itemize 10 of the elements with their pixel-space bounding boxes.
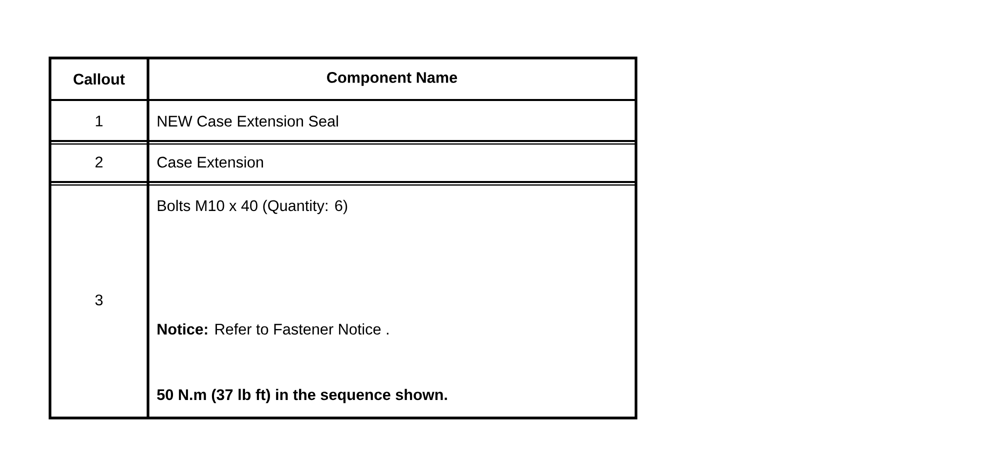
table-cell: Callout xyxy=(74,73,125,85)
table-cell: 1 xyxy=(96,116,103,126)
table-cell: Bolts M10 x 40 (Quantity: 6) xyxy=(158,200,348,214)
table-cell: NEW Case Extension Seal xyxy=(158,115,338,127)
table-cell: Component Name xyxy=(327,72,458,86)
table-cell: 3 xyxy=(95,294,103,306)
table-cell: 2 xyxy=(96,156,102,168)
table-cell: Case Extension xyxy=(157,156,263,168)
table-cell: Notice: Refer to Fastener Notice . xyxy=(158,323,388,335)
table-cell: 50 N.m (37 lb ft) in the sequence shown. xyxy=(157,388,447,404)
